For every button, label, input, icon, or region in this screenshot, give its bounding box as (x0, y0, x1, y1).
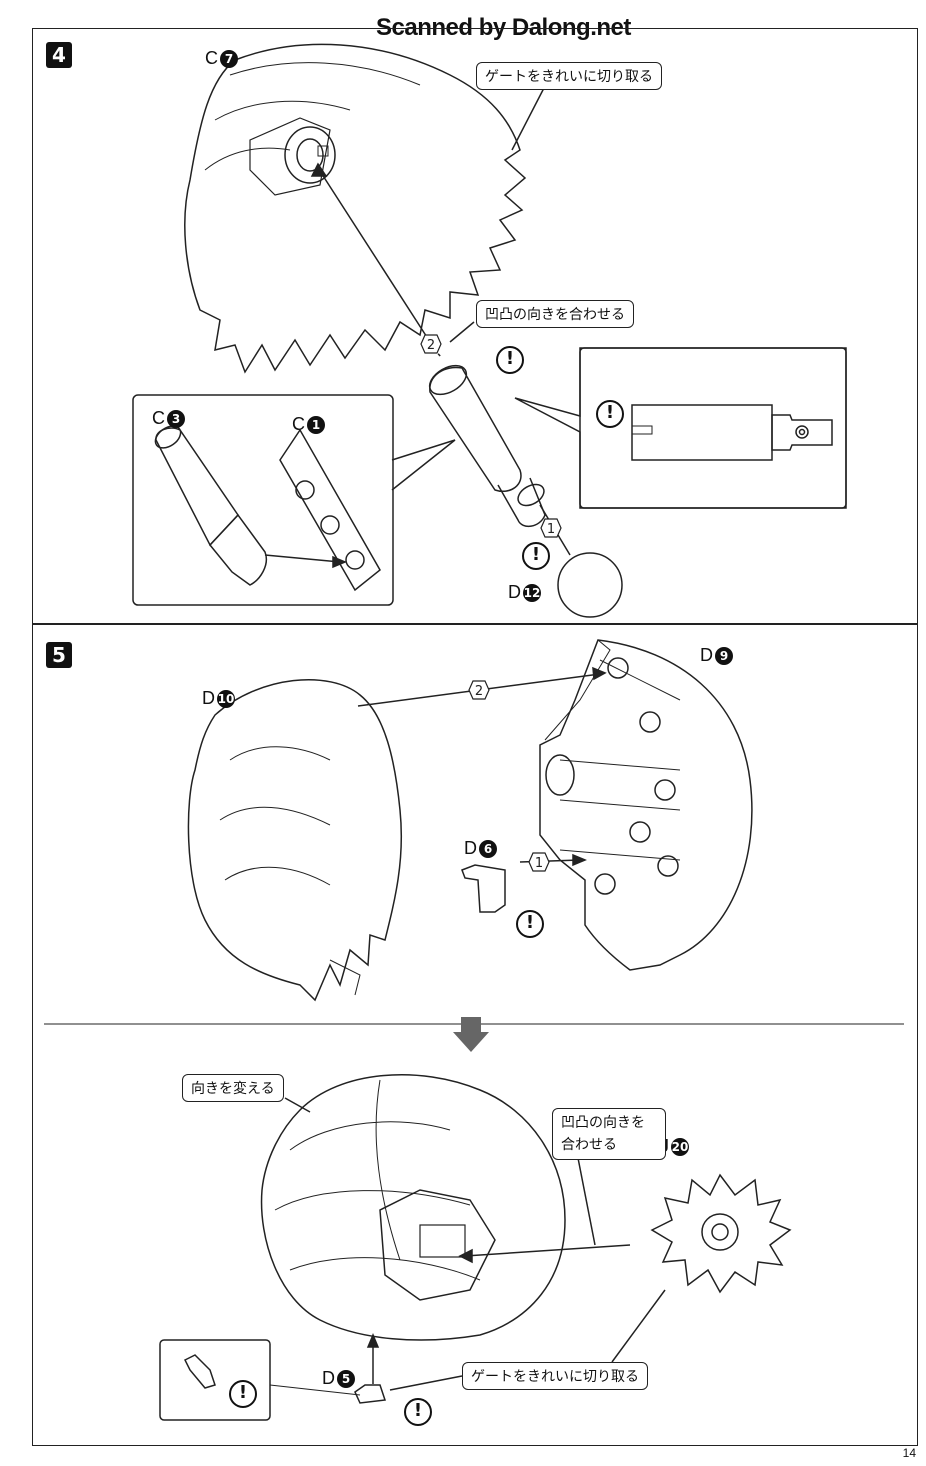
svg-text:1: 1 (547, 522, 555, 537)
callout-turn-around: 向きを変える (182, 1074, 284, 1102)
svg-text:1: 1 (535, 856, 543, 871)
step-5-panel (32, 624, 918, 1446)
hair-part-d10 (187, 679, 403, 1002)
callout-align-notch-step5: 凹凸の向きを合わせる (552, 1108, 666, 1160)
watermark: Scanned by Dalong.net (376, 14, 631, 41)
order-marker-1-step4: 1 (540, 518, 562, 538)
callout-gate-trim-step4: ゲートをきれいに切り取る (476, 62, 662, 90)
warning-icon: ! (229, 1380, 257, 1408)
warning-icon: ! (596, 400, 624, 428)
page-number: 14 (902, 1446, 916, 1460)
callout-gate-trim-step5: ゲートをきれいに切り取る (462, 1362, 648, 1390)
step-5-number: 5 (46, 642, 72, 668)
svg-text:2: 2 (427, 338, 435, 353)
order-marker-2-step5: 2 (468, 680, 490, 700)
warning-icon: ! (516, 910, 544, 938)
warning-icon: ! (404, 1398, 432, 1426)
step-4-number: 4 (46, 42, 72, 68)
svg-text:2: 2 (475, 684, 483, 699)
warning-icon: ! (522, 542, 550, 570)
hair-part-c7 (184, 43, 527, 374)
warning-icon: ! (496, 346, 524, 374)
order-marker-2-step4: 2 (420, 334, 442, 354)
hair-ball-assembly (260, 1073, 566, 1341)
hair-part-d9 (539, 639, 753, 971)
order-marker-1-step5: 1 (528, 852, 550, 872)
hair-part-j20 (650, 1173, 792, 1294)
step-4-panel (32, 28, 918, 624)
callout-align-notch-step4: 凹凸の向きを合わせる (476, 300, 634, 328)
